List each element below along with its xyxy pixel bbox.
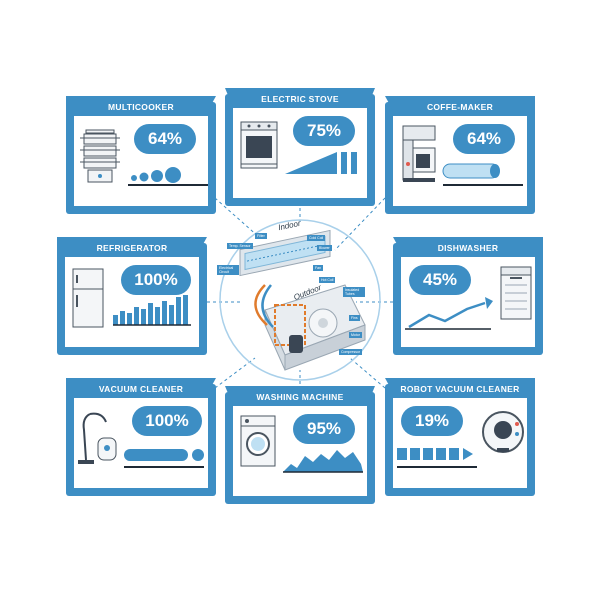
steamer-icon	[80, 129, 120, 183]
progress-bar	[124, 449, 204, 461]
dishwasher-icon	[500, 266, 532, 320]
baseline	[397, 466, 477, 468]
percent-pill: 45%	[409, 265, 471, 295]
air-conditioner-diagram: Indoor Outdoor Temp. Sensor Filter Cold …	[205, 215, 395, 385]
percent-pill: 75%	[293, 116, 355, 146]
percent-pill: 100%	[132, 406, 202, 436]
card-refrigerator: REFRIGERATOR 100%	[57, 237, 207, 355]
dots-indicator	[131, 167, 181, 183]
part-label-fan: Fan	[313, 265, 324, 271]
card-washing-machine: WASHING MACHINE 95%	[225, 386, 375, 504]
card-title: ELECTRIC STOVE	[225, 88, 375, 110]
card-title: COFFE-MAKER	[385, 96, 535, 118]
part-label-compressor: Compressor	[339, 349, 363, 355]
card-title: ROBOT VACUUM CLEANER	[385, 378, 535, 400]
washing-machine-icon	[240, 415, 276, 467]
card-electric-stove: ELECTRIC STOVE 75%	[225, 88, 375, 206]
part-label-fins: Fins	[349, 315, 360, 321]
card-title: WASHING MACHINE	[225, 386, 375, 408]
percent-pill: 64%	[453, 124, 515, 154]
card-title: VACUUM CLEANER	[66, 378, 216, 400]
area-indicator	[283, 450, 363, 473]
percent-pill: 19%	[401, 406, 463, 436]
coffee-maker-icon	[402, 125, 436, 182]
card-coffee-maker: COFFE-MAKER 64%	[385, 96, 535, 214]
robot-vacuum-icon	[482, 411, 524, 453]
part-label-cold-coil: Cold Coil	[307, 235, 326, 241]
card-multicooker: MULTICOOKER 64%	[66, 96, 216, 214]
ramp-indicator	[285, 152, 357, 174]
part-label-electrical-circuit: Electrical Circuit	[217, 265, 239, 275]
baseline	[124, 466, 204, 468]
part-label-blower: Blower	[317, 245, 332, 251]
vacuum-icon	[78, 412, 117, 464]
percent-pill: 64%	[134, 124, 196, 154]
card-title: REFRIGERATOR	[57, 237, 207, 259]
fridge-icon	[72, 268, 104, 328]
card-title: MULTICOOKER	[66, 96, 216, 118]
part-label-temp-sensor: Temp. Sensor	[227, 243, 253, 249]
ac-illustration	[219, 219, 381, 381]
bar-indicator	[113, 295, 191, 326]
stove-icon	[240, 121, 278, 169]
percent-pill: 95%	[293, 414, 355, 444]
progress-bar	[442, 163, 500, 179]
part-label-insulated-tubes: Insulated Tubes	[343, 287, 365, 297]
card-vacuum-cleaner: VACUUM CLEANER 100%	[66, 378, 216, 496]
trend-arrow	[405, 297, 493, 330]
step-progress	[397, 448, 473, 460]
baseline	[443, 184, 523, 186]
card-title: DISHWASHER	[393, 237, 543, 259]
part-label-filter: Filter	[255, 233, 267, 239]
baseline	[128, 184, 208, 186]
part-label-motor: Motor	[349, 332, 362, 338]
card-robot-vacuum: ROBOT VACUUM CLEANER 19%	[385, 378, 535, 496]
card-dishwasher: DISHWASHER 45%	[393, 237, 543, 355]
percent-pill: 100%	[121, 265, 191, 295]
part-label-hot-coil: Hot Coil	[319, 277, 336, 283]
